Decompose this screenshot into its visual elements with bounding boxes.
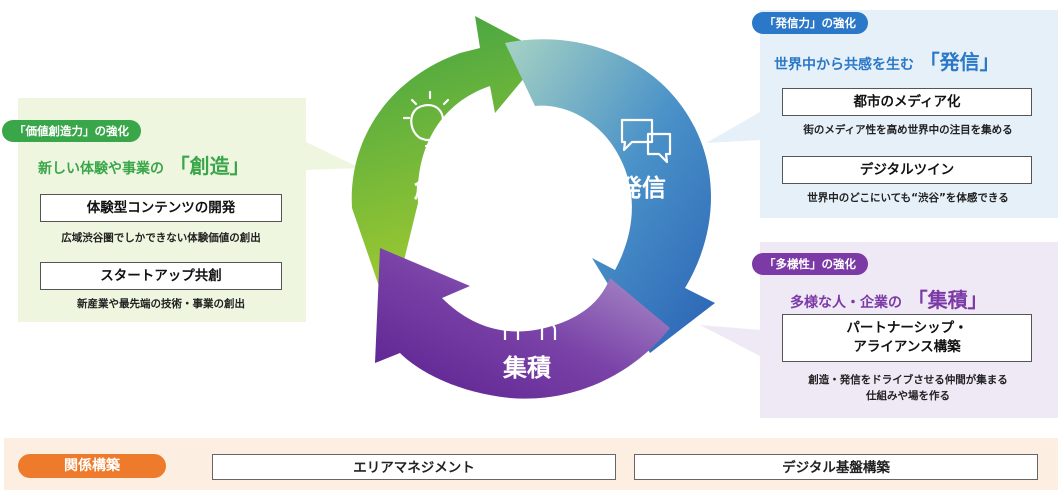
lightbulb-icon <box>402 90 458 153</box>
send-headline-big: 「発信」 <box>919 50 1000 74</box>
create-item-box: スタートアップ共創 <box>40 262 282 290</box>
gather-headline-big: 「集積」 <box>907 288 988 312</box>
gather-item-title-line2: アライアンス構築 <box>853 339 961 355</box>
send-item-box: デジタルツイン <box>782 156 1032 184</box>
create-headline: 新しい体験や事業の 「創造」 <box>38 150 250 179</box>
digital-infra-box: デジタル基盤構築 <box>634 454 1038 480</box>
send-connector <box>706 112 760 143</box>
area-management-box: エリアマネジメント <box>212 454 616 480</box>
send-headline: 世界中から共感を生む 「発信」 <box>774 46 1000 75</box>
gather-item-box: パートナーシップ・ アライアンス構築 <box>782 314 1032 362</box>
gather-headline-small: 多様な人・企業の <box>790 295 902 311</box>
relationship-bar: 関係構築 エリアマネジメント デジタル基盤構築 <box>4 438 1058 490</box>
gather-item-desc-line2: 仕組みや場を作る <box>866 390 950 402</box>
cycle-diagram: 創造 発信 集積 <box>351 16 715 399</box>
send-item-desc: 街のメディア性を高め世界中の注目を集める <box>803 124 1013 136</box>
create-item-desc: 広域渋谷圏でしかできない体験価値の創出 <box>61 232 261 244</box>
create-headline-big: 「創造」 <box>169 154 250 178</box>
gather-tag: 「多様性」の強化 <box>752 253 868 275</box>
gather-item-title-line1: パートナーシップ・ <box>846 320 968 336</box>
create-headline-small: 新しい体験や事業の <box>38 161 164 177</box>
relationship-label: 関係構築 <box>18 454 166 478</box>
send-item-box: 都市のメディア化 <box>782 88 1032 116</box>
send-arrow <box>505 39 715 353</box>
gather-label: 集積 <box>502 354 551 382</box>
send-label: 発信 <box>617 174 666 202</box>
create-arrow <box>351 16 545 318</box>
gather-item-desc-line1: 創造・発信をドライブさせる仲間が集まる <box>808 374 1008 386</box>
speech-bubbles-icon <box>620 118 672 164</box>
gather-connector <box>700 325 760 356</box>
send-headline-small: 世界中から共感を生む <box>774 57 914 73</box>
send-tag: 「発信力」の強化 <box>752 12 868 34</box>
create-connector <box>306 142 360 170</box>
gather-item-desc: 創造・発信をドライブさせる仲間が集まる 仕組みや場を作る <box>762 372 1054 404</box>
create-item-box: 体験型コンテンツの開発 <box>40 194 282 222</box>
people-icon <box>503 296 557 340</box>
send-item-desc: 世界中のどこにいても“渋谷”を体感できる <box>807 192 1009 204</box>
create-tag: 「価値創造力」の強化 <box>2 120 141 142</box>
gather-arrow <box>375 248 670 399</box>
create-label: 創造 <box>414 176 462 204</box>
create-item-desc: 新産業や最先端の技術・事業の創出 <box>77 298 245 310</box>
gather-headline: 多様な人・企業の 「集積」 <box>790 284 988 313</box>
